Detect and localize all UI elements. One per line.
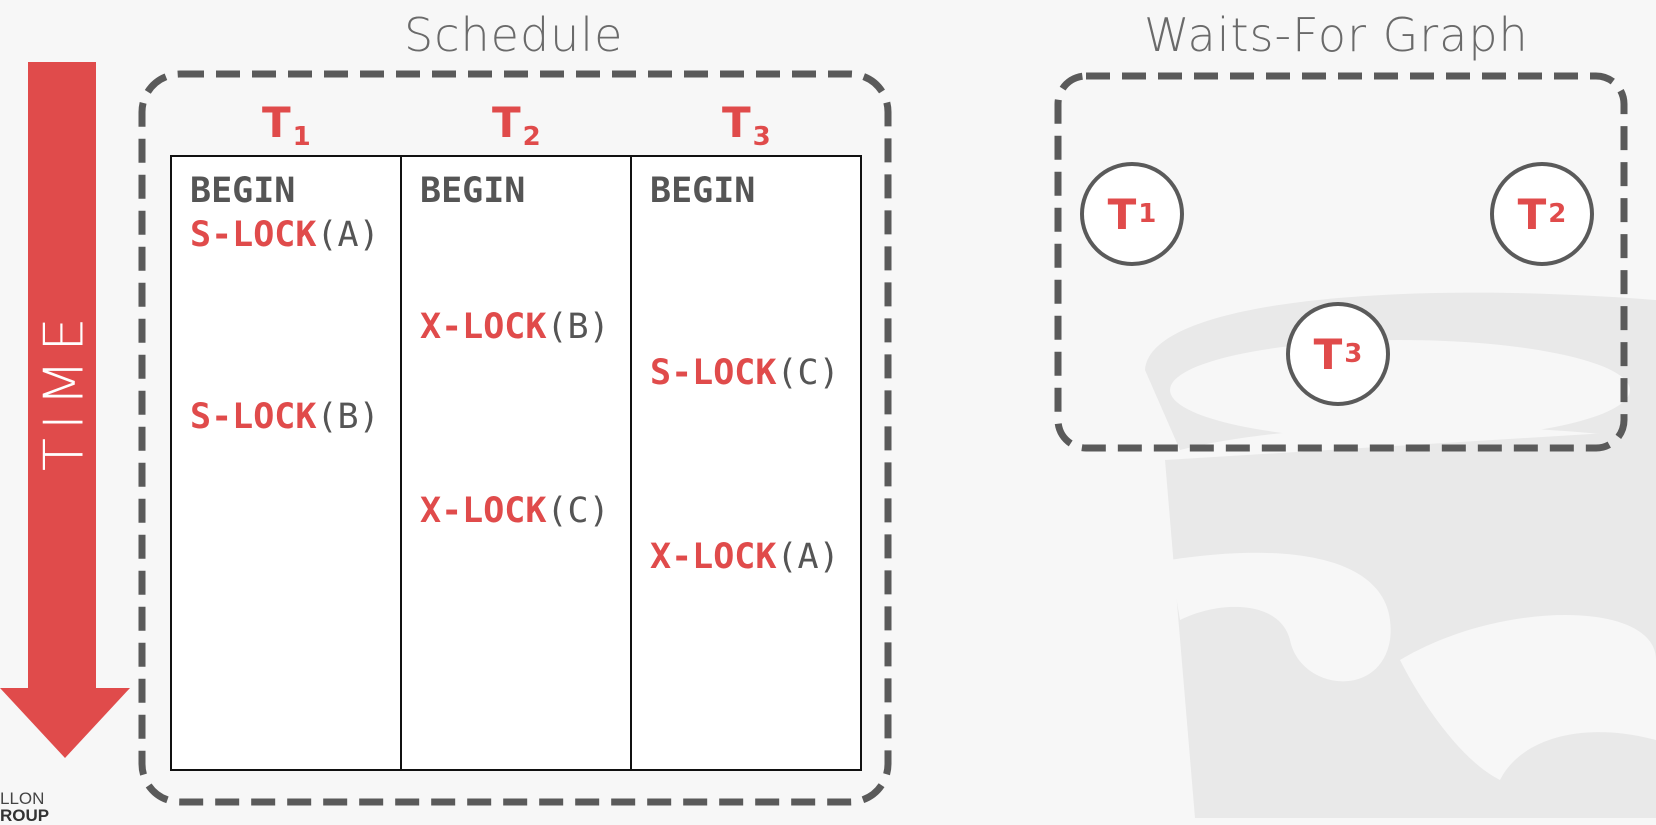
schedule-title: Schedule (404, 8, 624, 62)
t1-op-2: S-LOCK(B) (190, 397, 380, 437)
schedule-frame (138, 70, 892, 806)
schedule-column-t1: BEGIN S-LOCK(A) S-LOCK(B) (172, 157, 402, 769)
corner-logo: LLON ROUP (0, 789, 50, 825)
t2-begin: BEGIN (420, 171, 526, 211)
column-header-t3: T3 (722, 98, 771, 152)
t3-begin: BEGIN (650, 171, 756, 211)
column-header-t1: T1 (262, 98, 311, 152)
schedule-column-t2: BEGIN X-LOCK(B) X-LOCK(C) (402, 157, 632, 769)
time-arrow (0, 62, 130, 758)
t3-op-2: X-LOCK(A) (650, 537, 840, 577)
t1-begin: BEGIN (190, 171, 296, 211)
t2-op-1: X-LOCK(B) (420, 307, 610, 347)
schedule-table: BEGIN S-LOCK(A) S-LOCK(B) BEGIN X-LOCK(B… (170, 155, 862, 771)
t3-op-1: S-LOCK(C) (650, 353, 840, 393)
time-label: TIME (32, 309, 96, 471)
t1-op-1: S-LOCK(A) (190, 215, 380, 255)
waits-for-graph-title: Waits-For Graph (1144, 8, 1529, 62)
column-header-t2: T2 (492, 98, 541, 152)
t2-op-2: X-LOCK(C) (420, 491, 610, 531)
waits-for-graph-frame (1054, 72, 1628, 452)
schedule-column-t3: BEGIN S-LOCK(C) X-LOCK(A) (632, 157, 860, 769)
